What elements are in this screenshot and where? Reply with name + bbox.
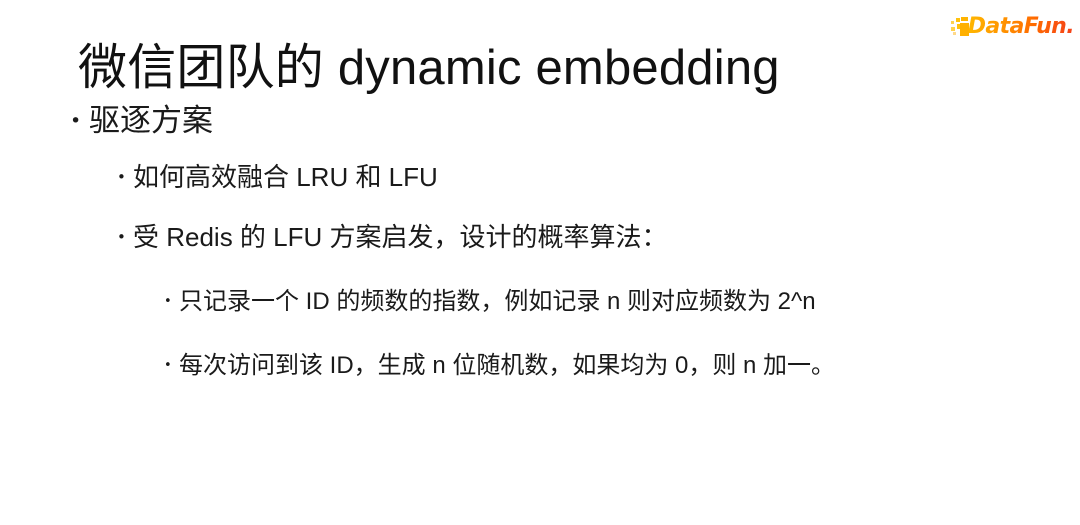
bullet-level2-text: 如何高效融合 LRU 和 LFU <box>133 162 438 192</box>
bullet-marker-icon: • <box>70 110 82 132</box>
bullet-marker-icon: • <box>117 228 126 246</box>
bullet-level1-item-0: • 驱逐方案 <box>70 100 1080 142</box>
bullet-level2-text: 受 Redis 的 LFU 方案启发，设计的概率算法： <box>133 222 668 252</box>
bullet-level3-item-1: • 每次访问到该 ID，生成 n 位随机数，如果均为 0，则 n 加一。 <box>164 342 994 390</box>
logo-pixel-dots-icon <box>950 17 969 37</box>
datafun-logo: DataFun. <box>950 13 1075 41</box>
slide-body: • 驱逐方案 • 如何高效融合 LRU 和 LFU • 受 Redis 的 LF… <box>0 100 1080 406</box>
bullet-level2-item-1: • 受 Redis 的 LFU 方案启发，设计的概率算法： <box>117 218 1080 256</box>
bullet-level2-item-0: • 如何高效融合 LRU 和 LFU <box>117 158 1080 196</box>
bullet-marker-icon: • <box>164 358 172 373</box>
bullet-level3-item-0: • 只记录一个 ID 的频数的指数，例如记录 n 则对应频数为 2^n <box>164 278 994 326</box>
bullet-level3-text: 只记录一个 ID 的频数的指数，例如记录 n 则对应频数为 2^n <box>179 288 816 315</box>
bullet-marker-icon: • <box>117 168 126 186</box>
logo-wordmark: DataFun. <box>967 14 1075 39</box>
page-title: 微信团队的 dynamic embedding <box>78 40 780 95</box>
bullet-level3-text: 每次访问到该 ID，生成 n 位随机数，如果均为 0，则 n 加一。 <box>179 352 836 379</box>
bullet-level1-text: 驱逐方案 <box>89 103 213 138</box>
bullet-marker-icon: • <box>164 294 172 309</box>
